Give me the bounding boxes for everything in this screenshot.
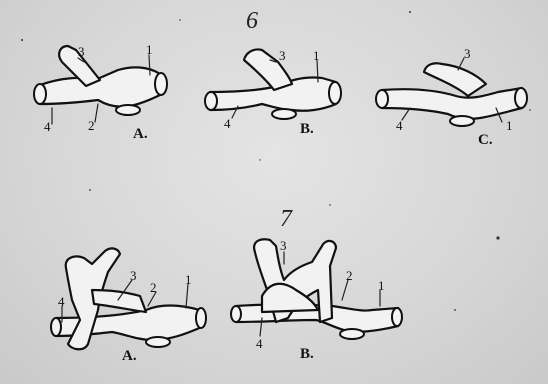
label-4: 4 [396, 118, 403, 133]
figure-bottom-b: 3 2 1 4 B. [231, 238, 402, 362]
label-1: 1 [185, 272, 192, 287]
label-3: 3 [130, 268, 137, 283]
panel-mark-6: 6 [246, 8, 258, 34]
label-3: 3 [464, 46, 471, 61]
figure-top-b: 1 3 4 B. [205, 48, 341, 137]
label-3: 3 [280, 238, 287, 253]
label-4: 4 [44, 119, 51, 134]
caption-top-c: C. [478, 132, 493, 148]
figure-top-c: 3 1 4 C. [376, 46, 527, 148]
label-4: 4 [58, 294, 65, 309]
label-1: 1 [313, 48, 320, 63]
label-4: 4 [224, 116, 231, 131]
label-2: 2 [150, 280, 157, 295]
caption-bottom-a: A. [122, 348, 137, 364]
panel-mark-7: 7 [280, 206, 293, 232]
label-2: 2 [346, 268, 353, 283]
caption-bottom-b: B. [300, 346, 314, 362]
caption-top-b: B. [300, 121, 314, 137]
label-3: 3 [279, 48, 286, 63]
label-1: 1 [146, 42, 153, 57]
label-2: 2 [88, 118, 95, 133]
label-1: 1 [506, 118, 513, 133]
label-3: 3 [78, 44, 85, 59]
figure-bottom-a: 3 2 1 4 A. [51, 248, 206, 364]
caption-top-a: A. [133, 126, 148, 142]
label-4: 4 [256, 336, 263, 351]
figure-top-a: 1 2 3 4 A. [34, 42, 167, 142]
label-1: 1 [378, 278, 385, 293]
